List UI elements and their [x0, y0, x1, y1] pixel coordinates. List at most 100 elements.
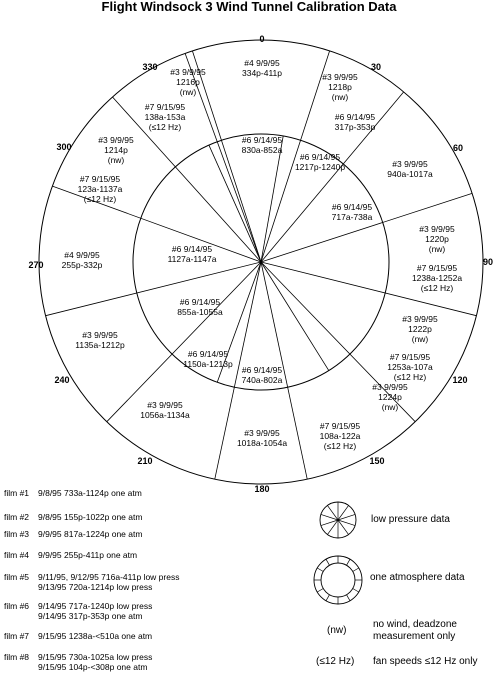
sector-divider: [45, 261, 262, 317]
outer-label-line: #3 9/9/95: [372, 382, 408, 392]
film-label: film #5: [4, 572, 30, 582]
outer-label-line: (nw): [412, 334, 429, 344]
legend-hz-text: fan speeds ≤12 Hz only: [373, 656, 478, 667]
legend-hz-symbol: (≤12 Hz): [316, 656, 355, 667]
outer-label-line: 1220p: [425, 234, 449, 244]
inner-label-line: #6 9/14/95: [180, 297, 220, 307]
legend-nw-symbol: (nw): [327, 625, 347, 636]
outer-label-line: (≤12 Hz): [324, 441, 357, 451]
outer-label-line: 123a-1137a: [78, 184, 123, 194]
outer-label-line: #3 9/9/95: [170, 67, 206, 77]
sector-divider: [260, 261, 416, 422]
outer-label-line: 255p-332p: [62, 260, 103, 270]
degree-label: 300: [56, 142, 71, 152]
outer-label-line: 940a-1017a: [387, 169, 433, 179]
sector-divider: [260, 261, 477, 317]
film-label: film #1: [4, 488, 30, 498]
film-description: 9/9/95 817a-1224p one atm: [38, 529, 143, 539]
sector-divider: [214, 261, 262, 480]
film-description: 9/14/95 717a-1240p low press: [38, 601, 153, 611]
outer-label-line: 108a-122a: [320, 431, 361, 441]
outer-label-line: 1218p: [328, 82, 352, 92]
degree-label: 240: [54, 375, 69, 385]
degree-label: 0: [259, 34, 264, 44]
outer-label-line: (nw): [108, 155, 125, 165]
outer-label-line: #7 9/15/95: [320, 421, 360, 431]
film-label: film #3: [4, 529, 30, 539]
film-description: 9/11/95, 9/12/95 716a-411p low press: [38, 572, 180, 582]
degree-label: 150: [369, 456, 384, 466]
sector-divider: [52, 185, 262, 263]
film-label: film #2: [4, 512, 30, 522]
sector-divider: [192, 50, 262, 263]
inner-ring: [132, 133, 390, 391]
outer-label-line: #3 9/9/95: [147, 400, 183, 410]
sector-divider: [260, 261, 330, 371]
film-description: 9/15/95 730a-1025a low press: [38, 652, 153, 662]
sector-divider: [260, 91, 405, 263]
film-description: 9/14/95 317p-353p one atm: [38, 611, 143, 621]
inner-label-line: 855a-1055a: [177, 307, 223, 317]
degree-label: 30: [371, 62, 381, 72]
one-atmosphere-symbol: [313, 555, 363, 605]
sector-divider: [216, 261, 262, 383]
outer-label-line: 1018a-1054a: [237, 438, 287, 448]
degree-label: 180: [254, 484, 269, 494]
inner-label-line: 740a-802a: [242, 375, 283, 385]
outer-label-line: #3 9/9/95: [98, 135, 134, 145]
outer-label-line: 1222p: [408, 324, 432, 334]
film-description: 9/15/95 104p-<308p one atm: [38, 662, 148, 672]
outer-label-line: (nw): [382, 402, 399, 412]
outer-label-line: 1224p: [378, 392, 402, 402]
inner-label-line: 1127a-1147a: [168, 254, 217, 264]
outer-label-line: (≤12 Hz): [84, 194, 117, 204]
outer-label-line: #6 9/14/95: [335, 112, 375, 122]
outer-label-line: 317p-353p: [335, 122, 376, 132]
film-label: film #4: [4, 550, 30, 560]
sector-divider: [260, 261, 308, 480]
degree-label: 90: [483, 257, 493, 267]
outer-label-line: #7 9/15/95: [80, 174, 120, 184]
legend-nw-text-2: measurement only: [373, 631, 456, 642]
sector-divider: [260, 50, 330, 263]
outer-ring: [38, 39, 484, 485]
inner-label-line: #6 9/14/95: [242, 365, 282, 375]
outer-label-line: 1253a-107a: [387, 362, 433, 372]
legend-one-atmosphere: one atmosphere data: [370, 572, 465, 583]
legend-nw-text-1: no wind, deadzone: [373, 619, 457, 630]
outer-label-line: (nw): [429, 244, 446, 254]
degree-label: 60: [453, 143, 463, 153]
sector-divider: [260, 193, 473, 263]
inner-label-line: 830a-852a: [242, 145, 283, 155]
film-label: film #7: [4, 631, 30, 641]
outer-label-line: 334p-411p: [242, 68, 282, 78]
outer-label-line: 1214p: [104, 145, 128, 155]
outer-label-line: #3 9/9/95: [322, 72, 358, 82]
outer-label-line: (nw): [332, 92, 349, 102]
legend-low-pressure: low pressure data: [371, 514, 450, 525]
degree-label: 120: [452, 375, 467, 385]
outer-label-line: #7 9/15/95: [145, 102, 185, 112]
film-label: film #6: [4, 601, 30, 611]
outer-label-line: #4 9/9/95: [244, 58, 280, 68]
degree-label: 270: [28, 260, 43, 270]
